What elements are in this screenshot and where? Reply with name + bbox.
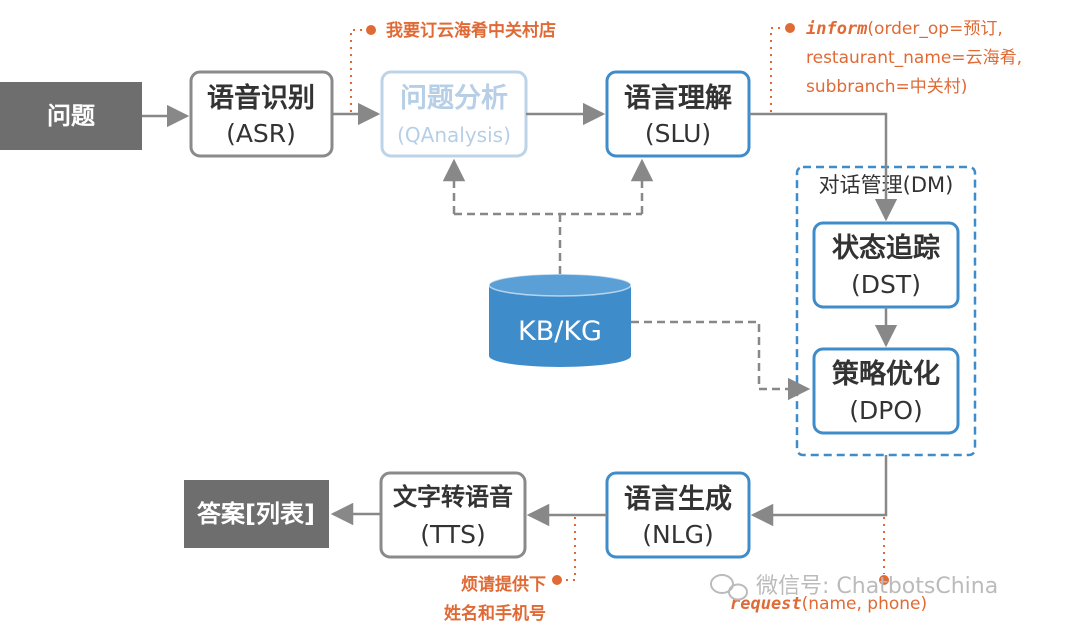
dpo-box: 策略优化 (DPO): [812, 347, 960, 435]
input-box: 问题: [0, 82, 142, 150]
dpo-title: 策略优化: [832, 358, 940, 390]
dst-title: 状态追踪: [832, 232, 940, 264]
nlg-box: 语言生成 (NLG): [605, 471, 751, 559]
asr-output-note: 我要订云海肴中关村店: [386, 20, 556, 41]
tts-title: 文字转语音: [393, 483, 513, 511]
dm-output-note: request(name, phone): [730, 594, 927, 614]
dpo-subtitle: (DPO): [849, 396, 923, 425]
nlg-subtitle: (NLG): [642, 520, 714, 549]
wechat-icon: [710, 574, 748, 601]
kb-database-icon: KB/KG: [488, 273, 632, 367]
arrow-dpo-nlg: [750, 455, 888, 527]
nlg-output-note-line2: 姓名和手机号: [444, 603, 546, 624]
tts-subtitle: (TTS): [420, 520, 485, 549]
asr-subtitle: (ASR): [226, 119, 296, 148]
slu-output-note-line1: inform(order_op=预订,: [806, 19, 1003, 39]
flow-arrows: [142, 102, 898, 527]
qanalysis-box: 问题分析 (QAnalysis): [380, 70, 528, 158]
output-box: 答案[列表]: [184, 480, 329, 548]
kb-label: KB/KG: [518, 316, 602, 347]
output-label: 答案[列表]: [197, 500, 315, 528]
qanalysis-title: 问题分析: [400, 83, 508, 114]
slu-subtitle: (SLU): [645, 119, 711, 148]
annotation-dots: [366, 23, 889, 585]
asr-title: 语音识别: [207, 82, 315, 114]
slu-output-note-line3: subbranch=中关村): [806, 77, 967, 97]
input-label: 问题: [47, 102, 95, 130]
annotation-leaders: [350, 27, 885, 581]
nlg-output-note-line1: 烦请提供下: [461, 574, 546, 595]
dst-subtitle: (DST): [851, 270, 921, 299]
asr-box: 语音识别 (ASR): [189, 70, 334, 158]
nlg-title: 语言生成: [624, 484, 732, 515]
slu-title: 语言理解: [624, 83, 732, 114]
watermark: 微信号: ChatbotsChina: [710, 574, 998, 601]
kb-dashed-arrows: [442, 158, 811, 401]
tts-box: 文字转语音 (TTS): [379, 471, 527, 559]
arrow-slu-dst: [749, 112, 898, 222]
watermark-text: 微信号: ChatbotsChina: [756, 574, 998, 599]
arrow-kb-dpo: [631, 320, 811, 401]
qanalysis-subtitle: (QAnalysis): [397, 123, 511, 147]
dst-box: 状态追踪 (DST): [812, 221, 960, 309]
slu-output-note-line2: restaurant_name=云海肴,: [806, 48, 1022, 68]
slu-box: 语言理解 (SLU): [605, 70, 751, 158]
